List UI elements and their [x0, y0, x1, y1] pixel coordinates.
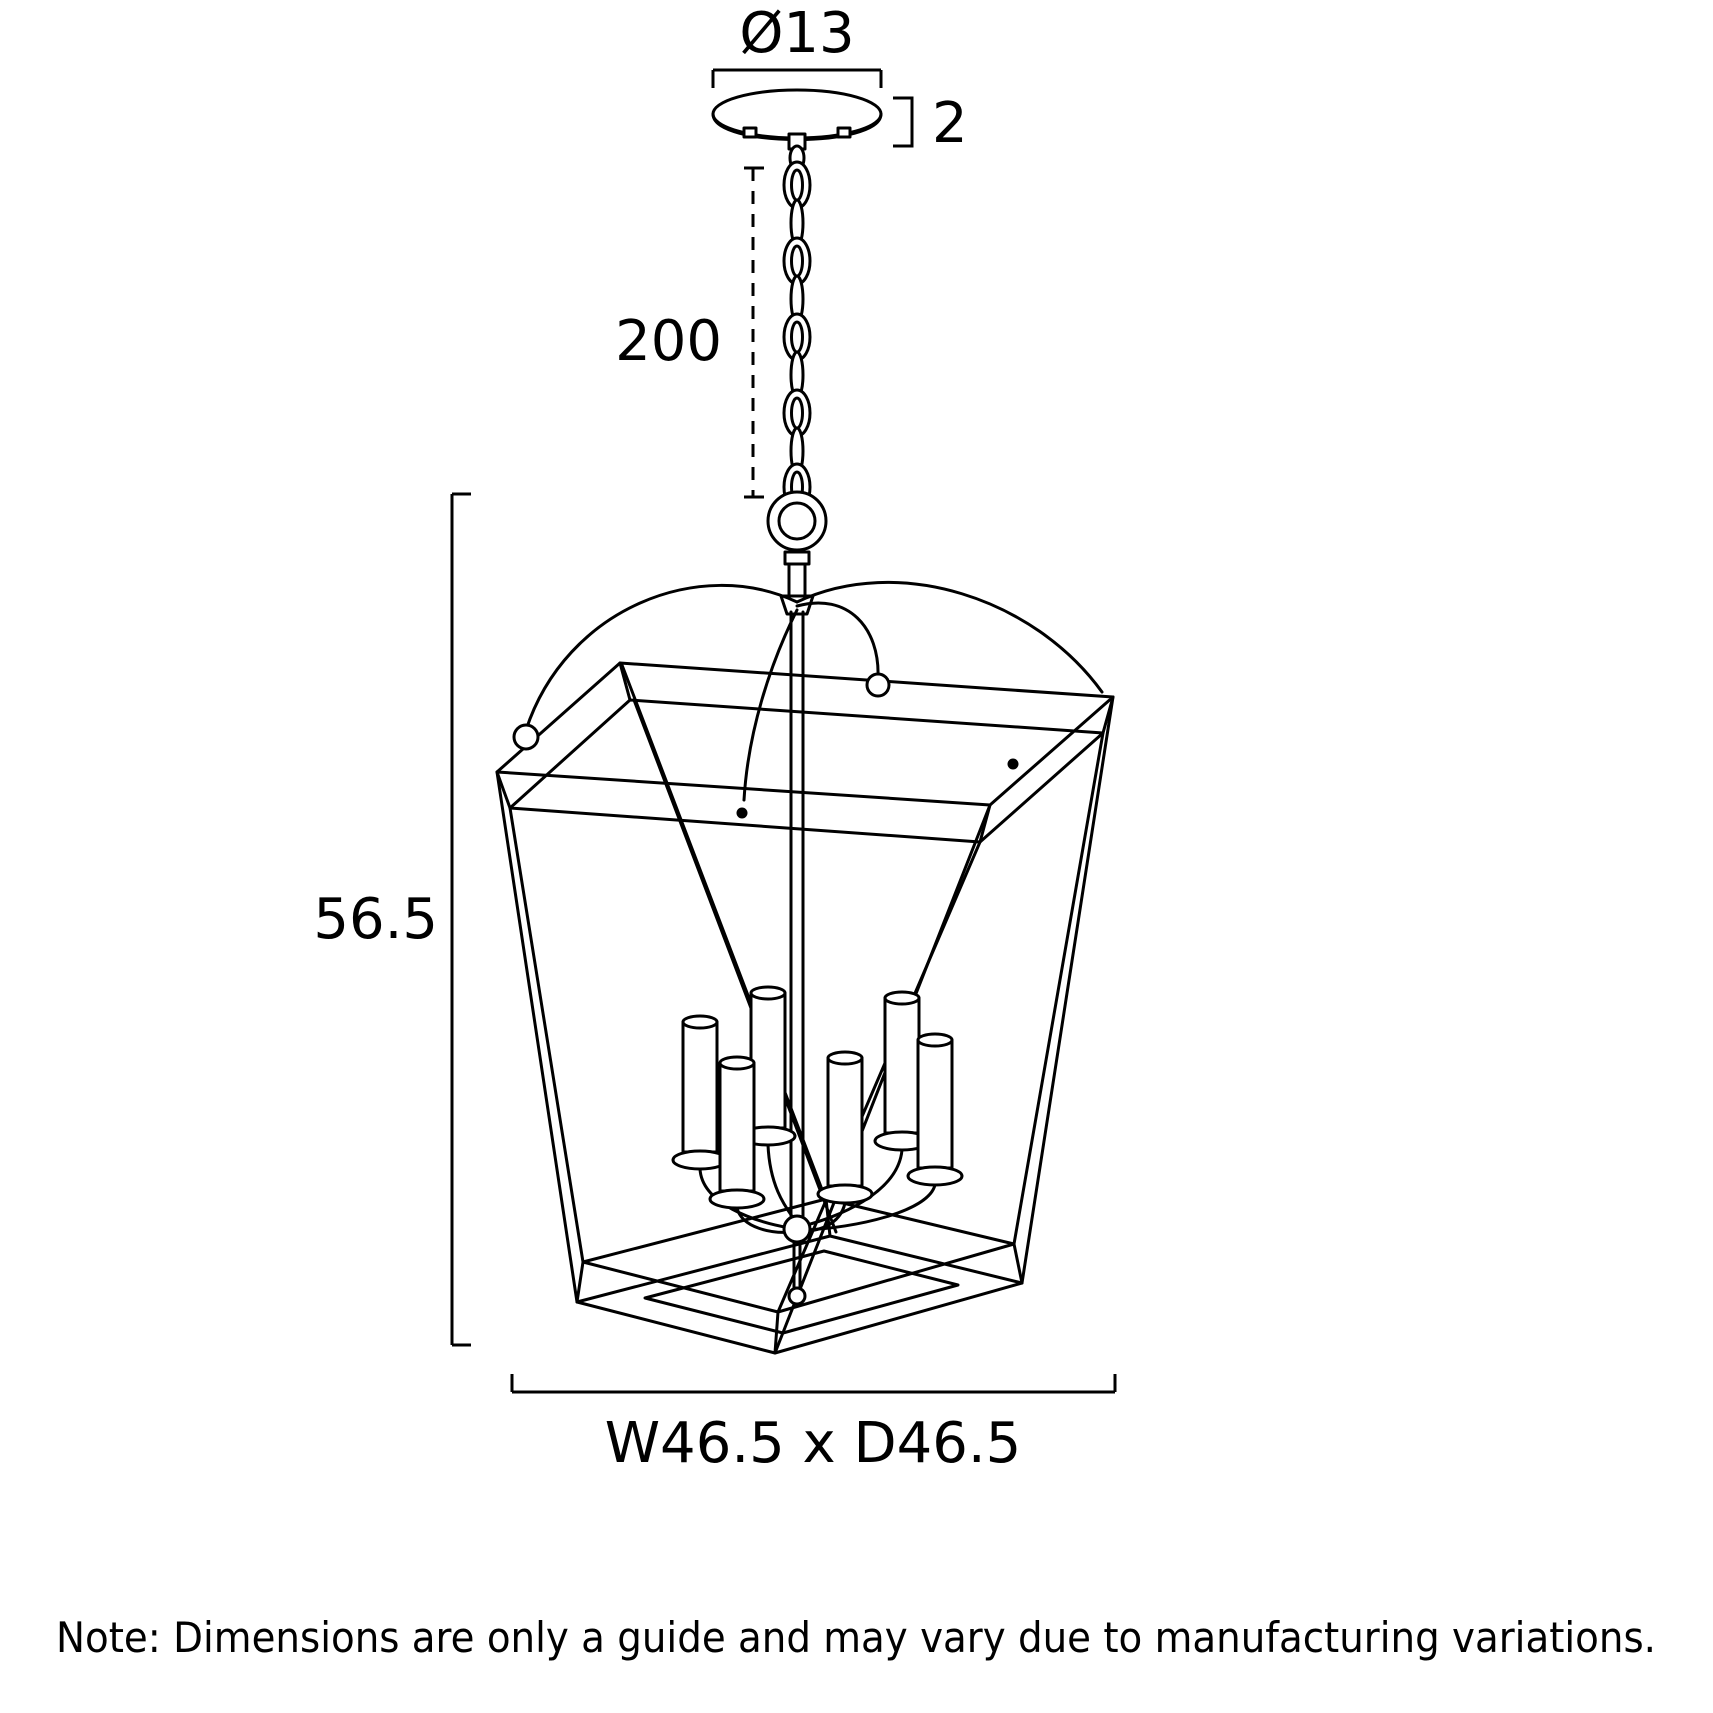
arm-ball-left	[512, 723, 540, 751]
dimension-canopy-diameter: Ø13	[711, 1, 883, 88]
hanging-ring	[766, 490, 828, 616]
dimension-body-height: 56.5	[313, 492, 471, 1347]
dimension-chain-length: 200	[615, 166, 764, 499]
arm-ball-front	[865, 672, 891, 698]
note-text: Note: Dimensions are only a guide and ma…	[56, 1613, 1656, 1662]
hanging-chain	[782, 144, 812, 512]
lantern-cage	[495, 610, 1115, 1355]
suspension-arms	[512, 581, 1104, 802]
canopy-diameter-label: Ø13	[739, 1, 854, 66]
dimension-width-depth: W46.5 x D46.5	[510, 1374, 1117, 1476]
chain-length-label: 200	[615, 309, 722, 374]
arm-hub	[782, 1214, 812, 1244]
ceiling-canopy	[711, 88, 883, 151]
candle-cluster	[671, 985, 964, 1306]
bottom-finial	[787, 1286, 807, 1306]
width-depth-label: W46.5 x D46.5	[605, 1411, 1022, 1476]
body-height-label: 56.5	[313, 887, 438, 952]
canopy-height-label: 2	[932, 91, 968, 156]
dimension-canopy-height: 2	[893, 91, 968, 156]
